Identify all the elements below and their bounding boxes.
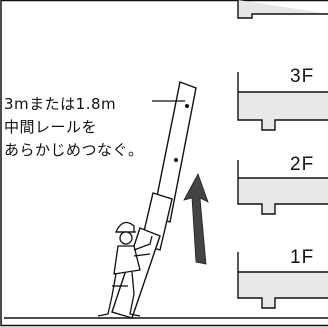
floor-slab-3f	[237, 72, 328, 131]
floor-slab-1f	[237, 252, 328, 309]
lift-arrow	[183, 173, 209, 265]
caption-line-3: あらかじめつなぐ。	[4, 141, 144, 159]
floor-label-1f: 1F	[290, 247, 315, 268]
instruction-caption: 3mまたは1.8m 中間レールを あらかじめつなぐ。	[4, 93, 214, 162]
caption-line-1: 3mまたは1.8m	[4, 95, 117, 113]
floor-label-3f: 3F	[290, 66, 315, 87]
worker-figure	[97, 221, 153, 317]
top-slab	[237, 0, 328, 19]
caption-line-2: 中間レールを	[4, 118, 98, 136]
floor-label-2f: 2F	[290, 154, 315, 175]
floor-slab-2f	[237, 160, 328, 215]
rail-upper-section	[152, 81, 197, 223]
rail-lower-section	[111, 227, 161, 319]
